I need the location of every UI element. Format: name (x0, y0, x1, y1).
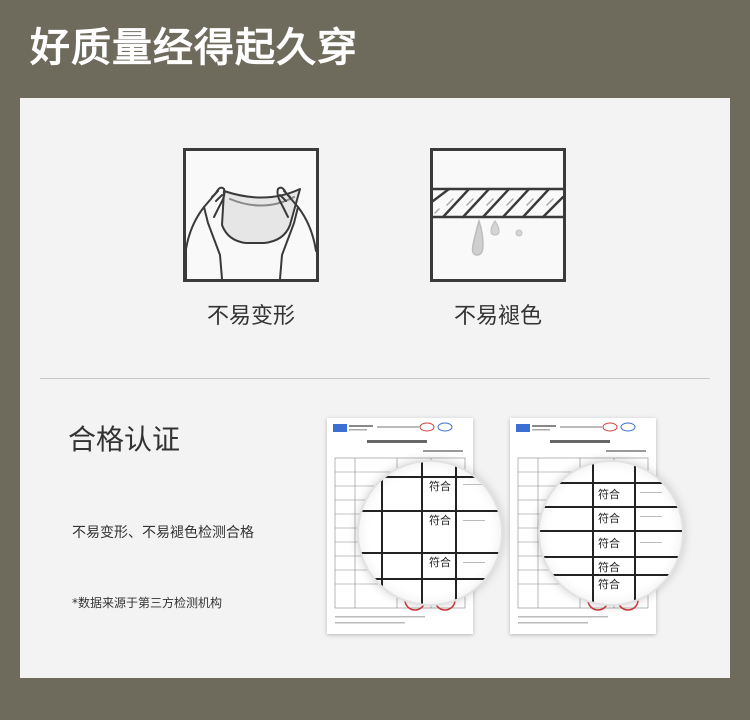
result-text: 符合 (598, 488, 620, 501)
wringing-rope-icon (430, 148, 566, 282)
certification-note: *数据来源于第三方检测机构 (72, 596, 223, 610)
result-text: 符合 (429, 480, 451, 493)
page-title: 好质量经得起久穿 (30, 25, 358, 71)
result-text: 符合 (598, 512, 620, 525)
result-text: 符合 (429, 514, 451, 527)
magnified-result-lens: 符合 符合 符合 (357, 460, 503, 606)
hands-stretching-underwear-icon (183, 148, 319, 282)
result-text: 符合 (429, 556, 451, 569)
feature-label-no-fade: 不易褪色 (453, 304, 542, 329)
certification-description: 不易变形、不易褪色检测合格 (72, 525, 254, 541)
section-divider (40, 378, 710, 379)
result-text: 符合 (598, 578, 620, 591)
result-text: 符合 (598, 561, 620, 574)
feature-label-no-deform: 不易变形 (206, 304, 295, 329)
magnified-result-lens: 符合 符合 符合 符合 符合 (538, 460, 684, 606)
content-panel: 不易变形 不易褪色 合格认证 不易变形、不易褪色检测合格 *数据来源于第三方检测… (20, 98, 730, 678)
certification-title: 合格认证 (68, 423, 181, 456)
result-text: 符合 (598, 537, 620, 550)
feature-no-fade: 不易褪色 (430, 148, 566, 330)
feature-no-deform: 不易变形 (183, 148, 319, 330)
